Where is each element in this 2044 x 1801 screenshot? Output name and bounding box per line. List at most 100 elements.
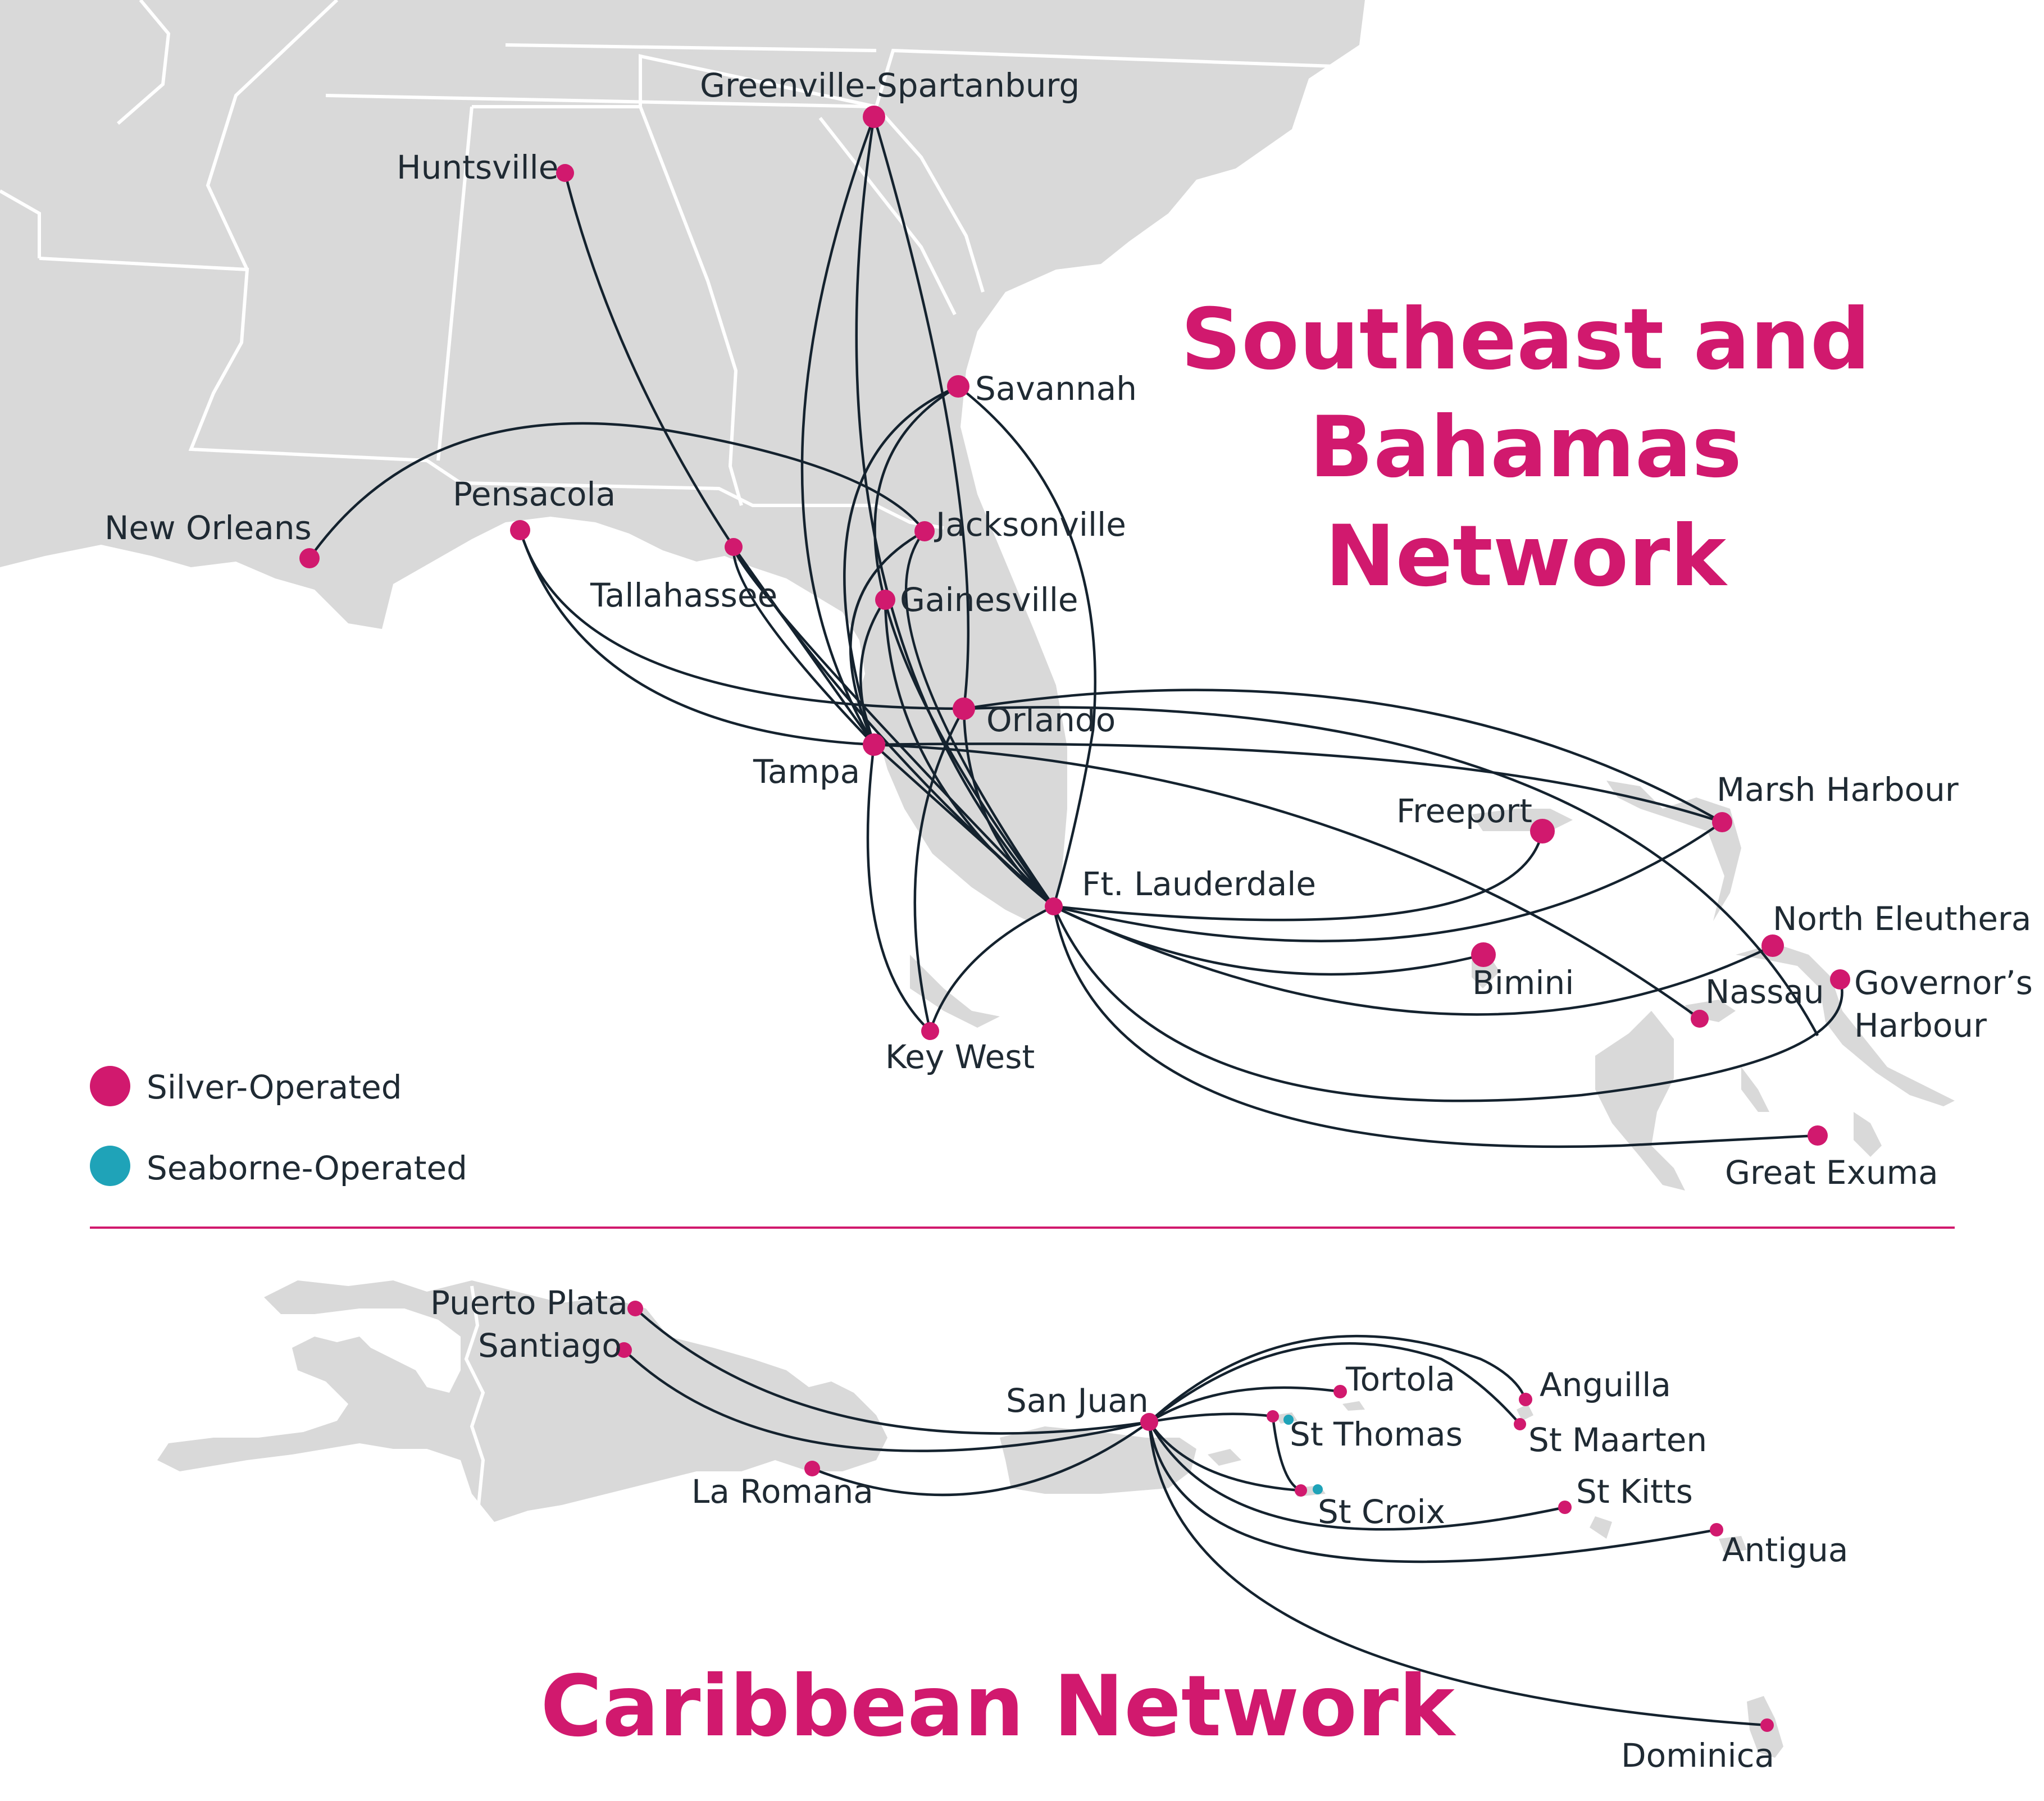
label-st-thomas: St Thomas bbox=[1290, 1415, 1463, 1453]
route bbox=[732, 546, 875, 746]
marker-st-maarten bbox=[1514, 1418, 1526, 1430]
label-santiago: Santiago bbox=[478, 1326, 622, 1365]
label-orlando: Orlando bbox=[986, 701, 1116, 739]
label-greenville: Greenville-Spartanburg bbox=[700, 66, 1080, 104]
marker-tortola bbox=[1333, 1385, 1347, 1398]
route bbox=[1148, 1421, 1301, 1492]
label-tallahassee: Tallahassee bbox=[590, 576, 777, 614]
route bbox=[873, 385, 1055, 908]
label-san-juan: San Juan bbox=[1006, 1381, 1149, 1420]
label-puerto-plata: Puerto Plata bbox=[430, 1284, 628, 1322]
label-nassau: Nassau bbox=[1705, 973, 1824, 1011]
route bbox=[800, 116, 876, 746]
label-governors-harbour-1: Governor’s bbox=[1854, 964, 2033, 1002]
route bbox=[843, 385, 959, 745]
route bbox=[634, 1307, 1150, 1435]
marker-tampa bbox=[863, 733, 885, 756]
route bbox=[732, 546, 1055, 908]
marker-jacksonville bbox=[914, 521, 935, 541]
marker-marsh-harbour bbox=[1712, 812, 1732, 832]
marker-new-orleans bbox=[299, 548, 320, 568]
legend-seaborne-swatch bbox=[90, 1146, 130, 1186]
label-freeport: Freeport bbox=[1396, 792, 1532, 830]
marker-puerto-plata bbox=[627, 1301, 643, 1316]
title-southeast-3: Network bbox=[1325, 508, 1728, 605]
label-great-exuma: Great Exuma bbox=[1725, 1153, 1938, 1192]
label-la-romana: La Romana bbox=[691, 1472, 873, 1511]
route bbox=[963, 689, 1723, 823]
label-tampa: Tampa bbox=[753, 753, 860, 791]
marker-bimini bbox=[1471, 942, 1496, 967]
southeast-routes bbox=[308, 116, 1843, 1148]
marker-st-kitts bbox=[1558, 1501, 1572, 1514]
marker-governors-harbour bbox=[1830, 969, 1850, 990]
route bbox=[1052, 906, 1843, 1102]
marker-tallahassee bbox=[725, 538, 743, 556]
route bbox=[873, 742, 1723, 824]
route bbox=[873, 744, 1055, 908]
label-key-west: Key West bbox=[885, 1038, 1035, 1076]
route bbox=[1148, 1342, 1521, 1425]
label-new-orleans: New Orleans bbox=[104, 509, 312, 547]
label-north-eleuthera: North Eleuthera bbox=[1773, 900, 2031, 938]
label-governors-harbour-2: Harbour bbox=[1854, 1006, 1987, 1045]
label-bimini: Bimini bbox=[1472, 964, 1574, 1002]
marker-la-romana bbox=[804, 1461, 820, 1476]
label-st-maarten: St Maarten bbox=[1528, 1421, 1707, 1459]
route bbox=[928, 905, 1054, 1032]
marker-huntsville bbox=[556, 164, 574, 182]
label-pensacola: Pensacola bbox=[453, 475, 616, 513]
marker-st-thomas bbox=[1267, 1410, 1279, 1422]
marker-nassau bbox=[1691, 1010, 1709, 1028]
marker-north-eleuthera bbox=[1761, 934, 1784, 957]
title-caribbean: Caribbean Network bbox=[540, 1658, 1456, 1756]
route bbox=[308, 422, 926, 559]
legend-silver-label: Silver-Operated bbox=[147, 1068, 402, 1106]
marker-antigua bbox=[1710, 1523, 1723, 1536]
marker-pensacola bbox=[510, 520, 530, 540]
route bbox=[623, 1349, 1150, 1452]
marker-santiago bbox=[616, 1342, 632, 1358]
label-gainesville: Gainesville bbox=[900, 581, 1078, 619]
marker-seaborne-st-thomas bbox=[1283, 1415, 1294, 1425]
florida-keys bbox=[910, 955, 1000, 1028]
route bbox=[518, 530, 875, 746]
route bbox=[1052, 906, 1818, 1148]
marker-orlando bbox=[953, 697, 975, 720]
label-savannah: Savannah bbox=[975, 370, 1137, 408]
label-dominica: Dominica bbox=[1621, 1736, 1774, 1775]
marker-st-croix bbox=[1295, 1484, 1307, 1497]
legend: Silver-Operated Seaborne-Operated bbox=[90, 1066, 467, 1187]
label-antigua: Antigua bbox=[1722, 1531, 1848, 1569]
route bbox=[1148, 1334, 1527, 1423]
marker-key-west bbox=[921, 1022, 939, 1040]
label-tortola: Tortola bbox=[1345, 1360, 1455, 1398]
route bbox=[913, 708, 965, 1032]
route bbox=[732, 546, 875, 746]
marker-san-juan bbox=[1140, 1413, 1158, 1431]
marker-greenville bbox=[863, 106, 885, 128]
seaborne-markers bbox=[1283, 1415, 1323, 1494]
marker-great-exuma bbox=[1808, 1125, 1828, 1146]
titles: Southeast and Bahamas Network Caribbean … bbox=[540, 291, 1870, 1756]
route bbox=[904, 530, 1055, 908]
route bbox=[1149, 1412, 1273, 1424]
label-st-croix: St Croix bbox=[1318, 1493, 1445, 1531]
marker-savannah bbox=[947, 375, 969, 398]
route bbox=[1148, 1421, 1565, 1531]
route bbox=[963, 706, 1819, 1037]
city-labels: Greenville-Spartanburg Huntsville Savann… bbox=[104, 66, 2033, 1775]
route bbox=[1053, 831, 1544, 922]
marker-seaborne-st-croix bbox=[1313, 1484, 1323, 1494]
caribbean-routes bbox=[623, 1307, 1768, 1727]
label-huntsville: Huntsville bbox=[397, 148, 558, 186]
title-southeast-1: Southeast and bbox=[1181, 291, 1870, 389]
route bbox=[872, 116, 970, 709]
route bbox=[873, 743, 1701, 1020]
marker-anguilla bbox=[1519, 1393, 1532, 1406]
label-st-kitts: St Kitts bbox=[1576, 1472, 1693, 1511]
silver-markers bbox=[299, 106, 1850, 1732]
label-jacksonville: Jacksonville bbox=[934, 505, 1126, 544]
legend-silver-swatch bbox=[90, 1066, 130, 1106]
